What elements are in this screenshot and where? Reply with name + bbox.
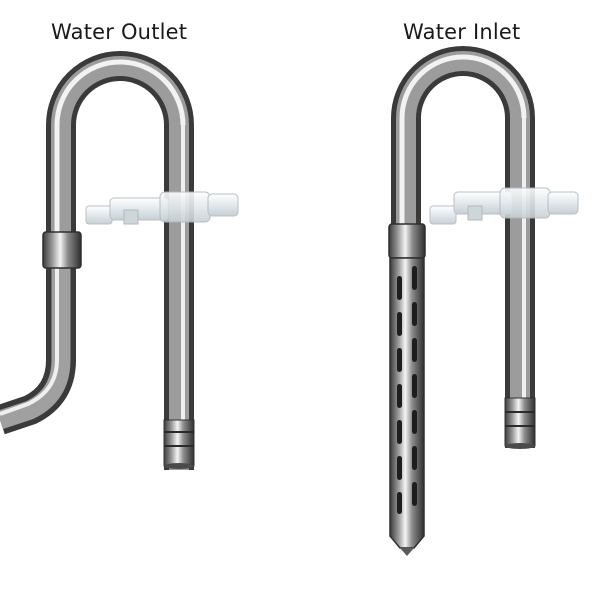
strainer-slots [397, 266, 417, 514]
water-inlet-pipe [388, 46, 536, 556]
water-outlet-pipe [0, 51, 195, 470]
water-outlet-clip [85, 191, 239, 225]
water-inlet-label: Water Inlet [403, 20, 521, 44]
water-outlet-label: Water Outlet [51, 20, 188, 44]
water-inlet-clip [429, 187, 579, 225]
